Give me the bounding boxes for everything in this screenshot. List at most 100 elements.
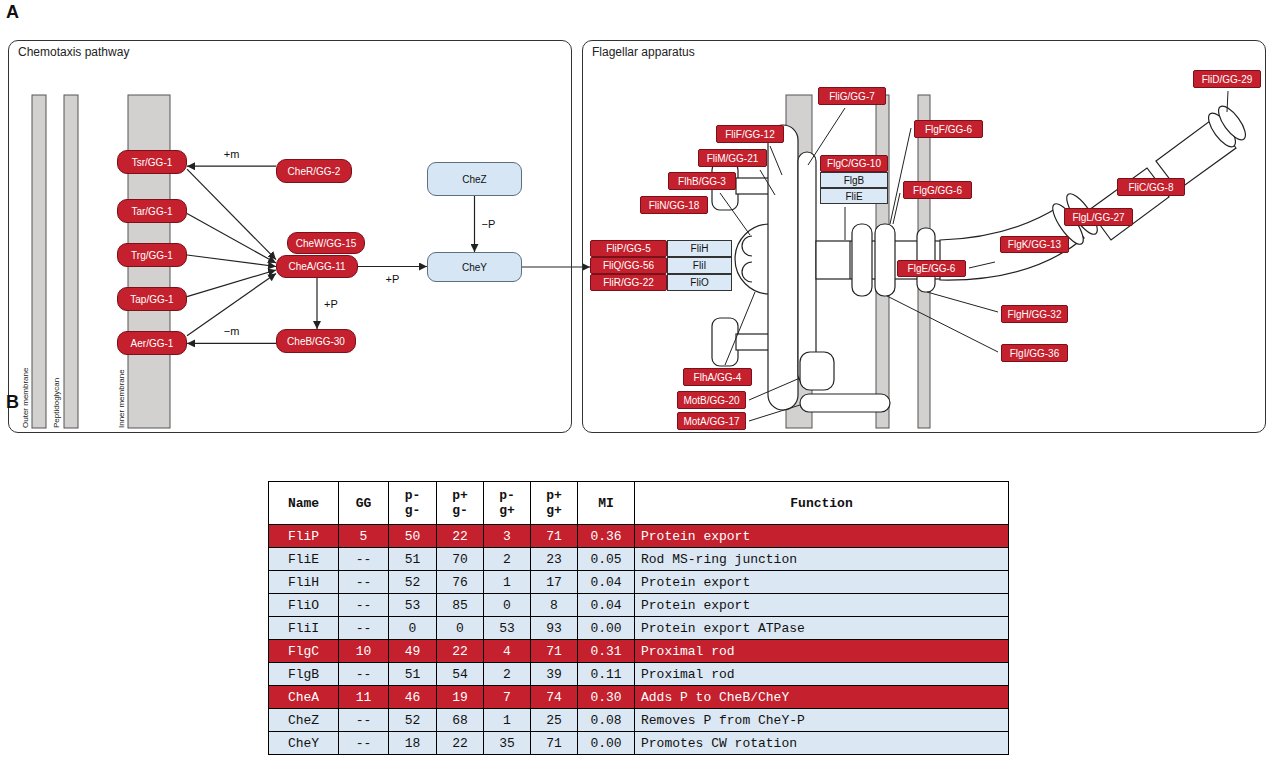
gene-box: FlgH/GG-32 [1001,305,1068,323]
cell-value: 5 [360,529,368,544]
cell-value: FliP [288,529,319,544]
gene-label: FliM/GG-21 [707,153,759,164]
gene-box: FlgE/GG-6 [897,260,966,277]
table-cell: FliP [268,524,339,548]
cell-value: 0 [503,598,511,613]
cell-value: 0.30 [590,690,621,705]
cell-value: 0.31 [590,644,621,659]
cell-value: 0 [456,621,464,636]
membrane-label: Peptidoglycan [52,378,62,428]
column-header: Name [288,496,319,511]
cell-value: CheA [288,690,319,705]
gene-box: FlhA/GG-4 [683,368,752,386]
table-cell: 3 [483,524,531,548]
p-ring [852,224,872,296]
table-cell: 2 [483,547,531,571]
table-header-cell: p- g- [388,481,437,525]
gene-label: Tsr/GG-1 [132,157,173,168]
cell-value: 22 [452,644,468,659]
table-cell: Promotes CW rotation [634,731,1009,755]
cell-value: 7 [503,690,511,705]
panel-frame: Flagellar apparatusFliF/GG-12FliM/GG-21F… [582,40,1266,433]
table-cell: Proximal rod [634,639,1009,663]
gene-label: FlgL/GG-27 [1072,212,1124,223]
cell-value: 53 [499,621,515,636]
membrane-label: Inner membrane [117,369,127,428]
cell-value: CheY [288,736,319,751]
table-cell: 0.00 [577,731,635,755]
gene-label: CheZ [462,174,486,185]
gene-box: FlgG/GG-6 [903,181,972,199]
gene-label: Trg/GG-1 [131,250,173,261]
table-cell: 0.08 [577,708,635,732]
table-cell: 23 [530,547,578,571]
table-cell: 49 [388,639,437,663]
cell-value: 0.11 [590,667,621,682]
gene-box: FliQ/GG-56 [590,257,667,274]
cell-value: Promotes CW rotation [641,736,797,751]
table-cell: 39 [530,662,578,686]
cell-value: 10 [356,644,372,659]
table-cell: FliO [268,593,339,617]
gene-label: FlgH/GG-32 [1008,309,1062,320]
gene-box: FliD/GG-29 [1193,70,1261,88]
table-cell: 71 [530,639,578,663]
table-cell: 10 [338,639,389,663]
signal-arrow [316,278,317,329]
table-cell: 1 [483,708,531,732]
gene-box: FlhB/GG-3 [668,172,736,190]
table-cell: Adds P to CheB/CheY [634,685,1009,709]
cell-value: 52 [405,713,421,728]
table-cell: 0.04 [577,570,635,594]
table-cell: 8 [530,593,578,617]
leader-lines [720,91,1228,421]
column-header: MI [598,496,614,511]
gene-box: FliC/GG-8 [1117,178,1185,196]
panel-title: Flagellar apparatus [592,45,695,59]
cell-value: -- [356,598,372,613]
gene-label: FlhA/GG-4 [694,372,742,383]
gene-box: FlgI/GG-36 [1001,344,1068,362]
cell-value: 71 [546,529,562,544]
gene-box: CheR/GG-2 [276,159,352,183]
cell-value: 52 [405,575,421,590]
cell-value: 51 [405,552,421,567]
export-apparatus [735,224,770,294]
cell-value: 76 [452,575,468,590]
cell-value: 71 [546,644,562,659]
gene-label: CheA/GG-11 [288,261,345,272]
cell-value: FliO [288,598,319,613]
gene-box: CheA/GG-11 [276,255,358,278]
cell-value: 53 [405,598,421,613]
table-cell: 0.30 [577,685,635,709]
gene-box: FliF/GG-12 [716,125,784,143]
flagellar-motor [712,102,1250,412]
cell-value: Proximal rod [641,644,735,659]
c-ring-stem [736,334,770,350]
table-cell: FliH [268,570,339,594]
table-cell: -- [338,708,389,732]
protein-box: FlgB [820,172,888,188]
cell-value: -- [356,575,372,590]
signal-arrow [187,255,276,267]
leader-line [927,292,998,312]
table-cell: FliE [268,547,339,571]
table-header-cell: MI [577,481,635,525]
cell-value: 0.00 [590,621,621,636]
table-cell: 25 [530,708,578,732]
cell-value: 70 [452,552,468,567]
gene-box: FliN/GG-18 [640,196,708,214]
cell-value: FliE [288,552,319,567]
gene-box: MotB/GG-20 [677,391,746,409]
cell-value: 0.00 [590,736,621,751]
gene-label: MotB/GG-20 [683,395,739,406]
gene-label: FlgC/GG-10 [827,158,881,169]
signal-arrow [474,196,475,252]
panel-title: Chemotaxis pathway [18,45,129,59]
cell-value: 22 [452,529,468,544]
gene-box: FliP/GG-5 [590,240,667,257]
gene-box: Tsr/GG-1 [117,150,187,174]
edge-label: +m [222,148,242,160]
table-cell: 35 [483,731,531,755]
